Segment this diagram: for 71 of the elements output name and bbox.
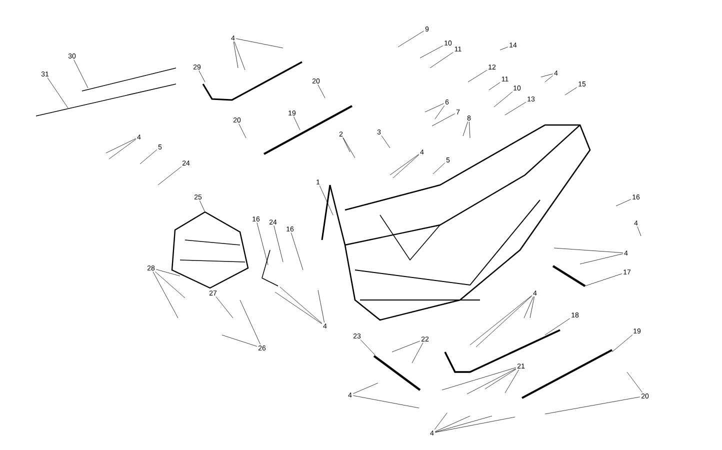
leader-line	[154, 271, 186, 298]
leader-line	[342, 137, 356, 158]
leader-line	[494, 91, 513, 108]
leader-line	[504, 102, 526, 116]
leader-line	[468, 70, 488, 82]
leader-line	[108, 139, 136, 160]
leader-line	[580, 254, 624, 264]
leader-line	[626, 372, 642, 393]
leader-line	[152, 271, 178, 318]
leader-line	[318, 290, 324, 323]
leader-line	[524, 296, 534, 318]
leader-line	[352, 382, 378, 394]
leader-line	[198, 70, 206, 82]
leader-line	[412, 342, 424, 364]
leader-line	[352, 395, 420, 408]
leader-line	[540, 74, 554, 78]
leader-line	[462, 121, 468, 136]
leader-line	[500, 46, 508, 50]
leader-line	[469, 121, 470, 138]
leader-line	[222, 334, 258, 347]
leader-line	[544, 75, 554, 82]
leader-line	[381, 135, 390, 148]
leader-line	[74, 59, 88, 88]
leader-line	[294, 116, 300, 130]
leader-line	[318, 84, 326, 98]
leader-line	[544, 396, 640, 414]
leader-line	[424, 103, 444, 112]
leader-line	[280, 286, 322, 324]
leader-line	[256, 222, 268, 266]
leader-line	[360, 339, 376, 356]
leader-line	[47, 77, 68, 108]
leader-line	[432, 114, 456, 126]
leader-line	[240, 300, 261, 345]
leader-line	[504, 369, 520, 394]
leader-line	[274, 225, 284, 262]
leader-line	[140, 149, 158, 164]
leader-line	[233, 41, 238, 68]
leader-line	[420, 46, 444, 58]
leader-line	[434, 416, 516, 433]
leader-line	[488, 82, 500, 90]
leader-line	[434, 416, 492, 432]
leader-line	[392, 340, 420, 352]
leader-line	[434, 412, 448, 430]
leader-line	[430, 52, 454, 68]
leader-line	[156, 269, 180, 276]
leader-line	[584, 274, 622, 286]
leader-line	[530, 296, 534, 318]
leader-line	[342, 137, 350, 152]
leader-line	[106, 138, 136, 154]
leader-line	[216, 296, 234, 318]
leader-line	[442, 367, 516, 390]
leader-line	[200, 200, 206, 212]
leader-line	[466, 368, 516, 394]
leader-line	[290, 232, 304, 270]
leader-line	[544, 318, 570, 336]
leader-line	[434, 105, 445, 120]
leader-line	[274, 292, 322, 324]
leader-line	[484, 369, 516, 390]
leader-line	[398, 30, 424, 48]
leader-line	[612, 334, 633, 352]
leader-line	[434, 416, 470, 432]
leader-line	[238, 123, 246, 138]
leader-line	[234, 41, 246, 70]
leader-line	[158, 166, 182, 186]
leader-line	[554, 248, 624, 253]
leader-line	[319, 185, 334, 216]
leader-line	[616, 199, 632, 206]
leader-line	[432, 162, 446, 174]
leader-line	[637, 226, 642, 236]
leader-line	[564, 87, 578, 96]
leader-line	[236, 38, 284, 48]
